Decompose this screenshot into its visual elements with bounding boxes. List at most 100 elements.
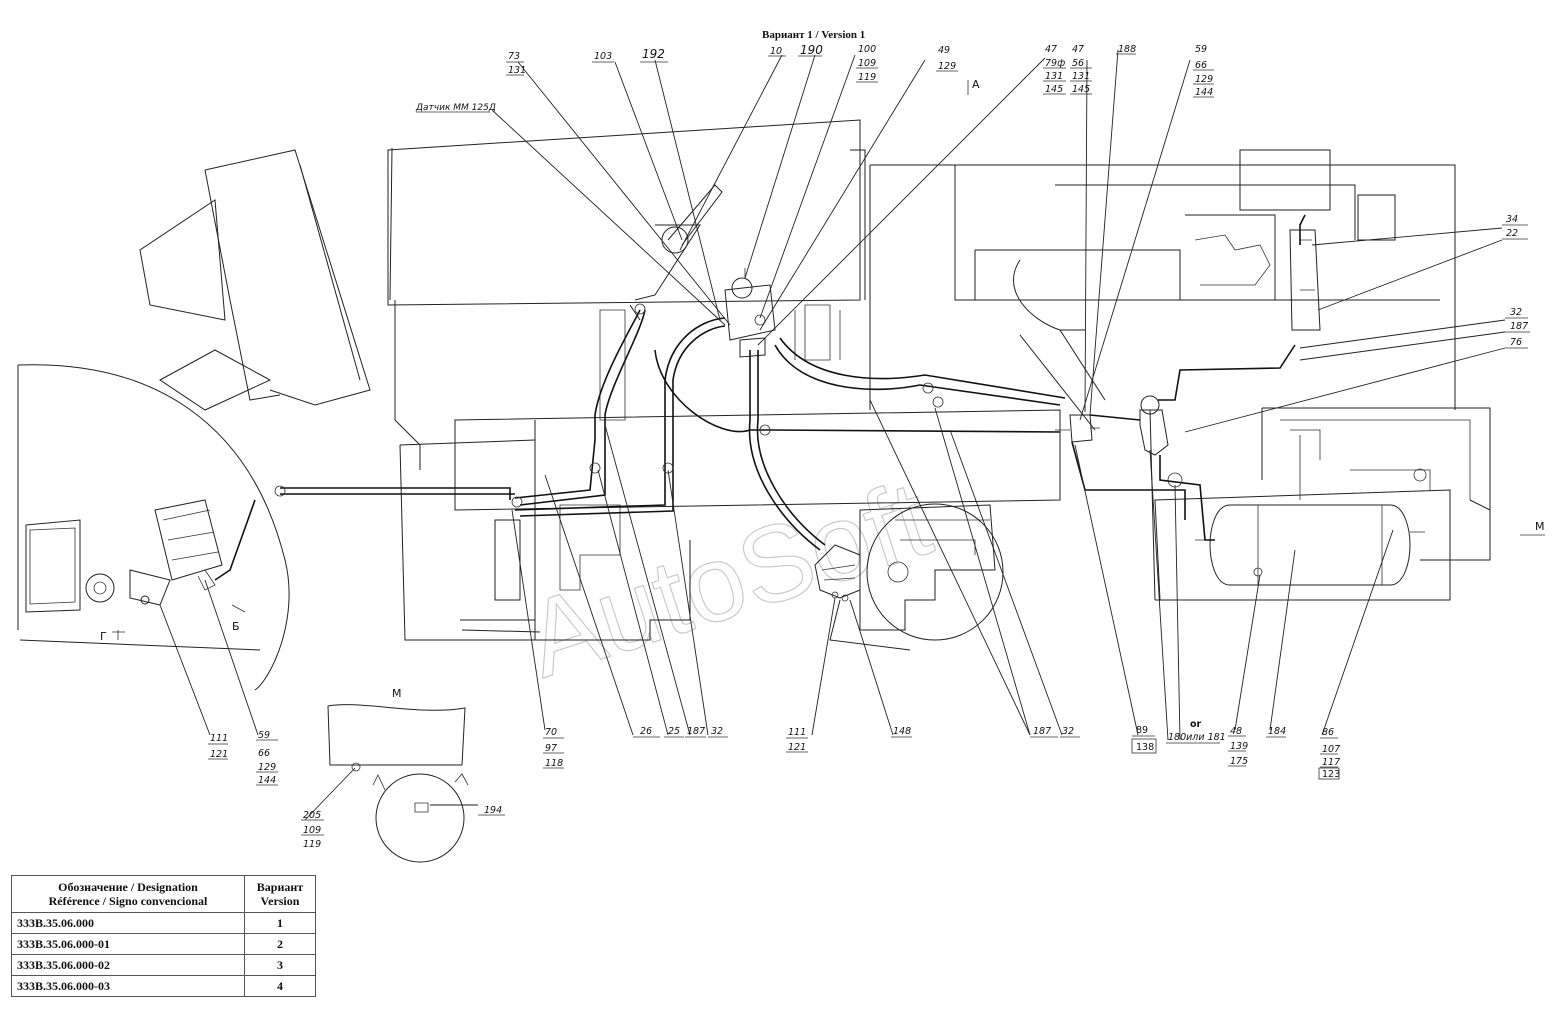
callouts-detail: 205 109 119 194: [301, 805, 505, 850]
callout-131: 131: [508, 65, 526, 76]
callout-131c: 131: [1072, 71, 1090, 82]
designation-cell: 333B.35.06.000-02: [11, 954, 245, 976]
callout-59: 59: [1195, 44, 1207, 55]
callout-145b: 145: [1072, 84, 1090, 95]
callout-129b: 129: [1195, 74, 1213, 85]
sensor-label: Датчик ММ 125Д: [415, 103, 496, 113]
callout-109b: 109: [303, 825, 321, 836]
view-mark-m-right: M: [1535, 520, 1545, 533]
front-hood-outline: [139, 149, 371, 411]
version-cell: 2: [244, 933, 316, 955]
detail-view-m: [327, 704, 469, 863]
frame-outline: [869, 149, 1456, 410]
callout-121b: 121: [788, 742, 806, 753]
front-wheel-outline: [17, 364, 290, 691]
watermark: AutoSoft: [512, 457, 943, 700]
callout-190: 190: [800, 43, 823, 57]
designation-cell: 333B.35.06.000: [11, 912, 245, 934]
callout-76: 76: [1510, 337, 1522, 348]
callout-184: 184: [1268, 726, 1286, 737]
callout-32b: 32: [1062, 726, 1074, 737]
brake-valve-assembly: [724, 268, 776, 358]
rear-axle-outline: [829, 503, 1004, 651]
version-cell: 3: [244, 954, 316, 976]
callout-187a: 187: [687, 726, 705, 737]
callout-32r: 32: [1510, 307, 1522, 318]
callout-187b: 187: [1033, 726, 1051, 737]
leader-lines: [159, 49, 1506, 821]
callout-66: 66: [1195, 60, 1207, 71]
drawing-title: Вариант 1 / Version 1: [762, 29, 865, 41]
pedal-lever: [629, 184, 723, 321]
callout-73: 73: [508, 51, 520, 62]
callout-49: 49: [938, 45, 950, 56]
callout-26: 26: [640, 726, 652, 737]
callout-10: 10: [770, 46, 782, 57]
right-frame-outline: [1154, 407, 1491, 601]
callout-121a: 121: [210, 749, 228, 760]
callout-188: 188: [1118, 44, 1136, 55]
callout-111b: 111: [788, 727, 806, 738]
callout-89: 89: [1136, 725, 1148, 736]
transmission-outline: [399, 304, 1061, 641]
callout-205: 205: [303, 810, 321, 821]
view-mark-b: Б: [232, 620, 240, 633]
callout-25: 25: [668, 726, 680, 737]
callout-47b: 47: [1072, 44, 1084, 55]
view-mark-a: A: [972, 78, 980, 91]
table-row: 333B.35.06.000-01 2: [11, 933, 316, 955]
callout-100: 100: [858, 44, 876, 55]
callout-131b: 131: [1045, 71, 1063, 82]
version-cell: 4: [244, 975, 316, 997]
callout-97: 97: [545, 743, 557, 754]
callout-129c: 129: [258, 762, 276, 773]
callout-79f: 79ф: [1045, 58, 1065, 69]
callout-22: 22: [1506, 228, 1518, 239]
table-row: 333B.35.06.000-03 4: [11, 975, 316, 997]
callout-148: 148: [893, 726, 911, 737]
callout-187r: 187: [1510, 321, 1528, 332]
rear-brake-chamber: [814, 544, 861, 602]
callout-56: 56: [1072, 58, 1084, 69]
callouts-top: 73 131 103 192 10 190 100 109 119 49 129…: [506, 43, 1214, 98]
callout-32a: 32: [711, 726, 723, 737]
callout-48: 48: [1230, 726, 1242, 737]
callout-34: 34: [1506, 214, 1518, 225]
callout-66b: 66: [258, 748, 270, 759]
callout-117: 117: [1322, 757, 1340, 768]
table-row: 333B.35.06.000 1: [11, 912, 316, 934]
callout-138: 138: [1136, 742, 1154, 753]
moisture-separator: [1139, 395, 1183, 488]
callout-70: 70: [545, 727, 557, 738]
callout-119b: 119: [303, 839, 321, 850]
callout-144b: 144: [258, 775, 276, 786]
callout-86: 86: [1322, 727, 1334, 738]
designation-cell: 333B.35.06.000-01: [11, 933, 245, 955]
callout-103: 103: [594, 51, 612, 62]
callout-139: 139: [1230, 741, 1248, 752]
valve-block-right: [1055, 229, 1321, 443]
callout-180-181: 180или 181: [1168, 732, 1226, 743]
callout-59b: 59: [258, 730, 270, 741]
view-mark-m-detail: M: [392, 687, 402, 700]
table-row: 333B.35.06.000-02 3: [11, 954, 316, 976]
air-tank: [1195, 504, 1425, 586]
callouts-bottom: 111 121 59 66 129 144 70 97 118 26 25 18…: [208, 719, 1340, 786]
callout-or: or: [1190, 719, 1202, 730]
view-mark-g: Г: [100, 630, 107, 643]
callout-129: 129: [938, 61, 956, 72]
callout-144: 144: [1195, 87, 1213, 98]
callout-111a: 111: [210, 733, 228, 744]
designation-cell: 333B.35.06.000-03: [11, 975, 245, 997]
callout-194: 194: [484, 805, 502, 816]
callout-119: 119: [858, 72, 876, 83]
callout-175: 175: [1230, 756, 1248, 767]
version-cell: 1: [244, 912, 316, 934]
frame-lines-right: [1019, 329, 1430, 601]
